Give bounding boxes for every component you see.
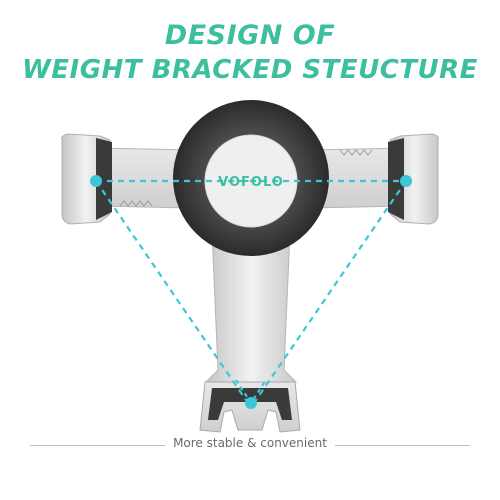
side-grip-left	[61, 133, 112, 225]
caption-divider-right	[335, 445, 470, 446]
caption-row: More stable & convenient	[30, 436, 470, 456]
caption-divider-left	[30, 445, 165, 446]
anchor-point-bottom	[245, 397, 257, 409]
headline-line-1: DESIGN OF	[164, 20, 336, 51]
side-grip-right	[388, 133, 439, 225]
anchor-point-right	[400, 175, 412, 187]
caption-text: More stable & convenient	[173, 436, 327, 450]
anchor-point-left	[90, 175, 102, 187]
headline-line-2: WEIGHT BRACKED STEUCTURE	[22, 55, 478, 85]
brand-logo: VOFOLO	[218, 175, 284, 190]
